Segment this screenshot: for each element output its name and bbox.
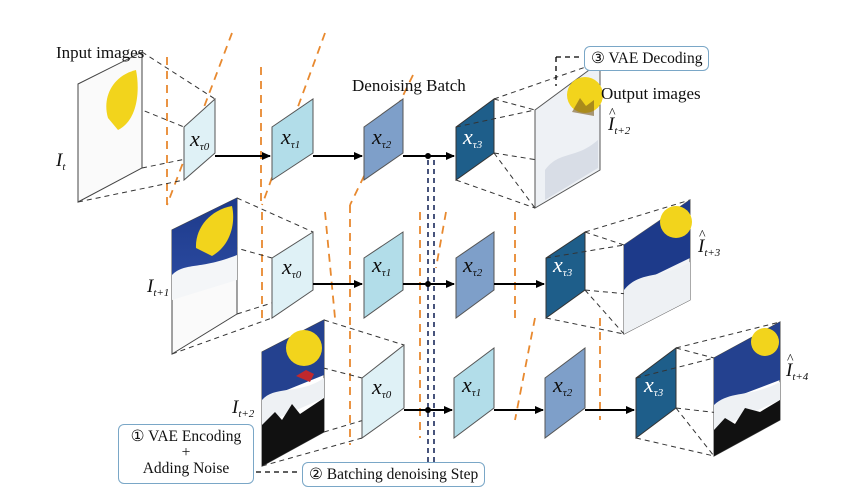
output-label-row1: ^It+2 bbox=[608, 106, 631, 138]
input-frustum-3 bbox=[261, 319, 405, 467]
denoising-batch-label: Denoising Batch bbox=[352, 76, 466, 95]
input-label-row3: It+2 bbox=[232, 397, 255, 421]
row-3 bbox=[261, 319, 781, 467]
batching-step-label: ② Batching denoising Step bbox=[309, 466, 479, 483]
latent-t0-row1 bbox=[183, 97, 216, 182]
latent-t3-row2 bbox=[545, 231, 586, 319]
batching-step-box: ② Batching denoising Step bbox=[302, 462, 486, 487]
output-images-label: Output images bbox=[601, 84, 701, 103]
output-frustum-3 bbox=[635, 321, 781, 457]
moon-1 bbox=[106, 70, 138, 130]
row-1 bbox=[77, 51, 603, 209]
output-frustum-1 bbox=[455, 61, 601, 209]
latent-t0-row3 bbox=[361, 343, 405, 439]
output-label-row2: ^It+3 bbox=[698, 228, 721, 260]
callout-connectors bbox=[256, 56, 580, 473]
vae-encoding-plus: + bbox=[181, 444, 191, 461]
latent-t2-row1 bbox=[363, 98, 404, 181]
output-frustum-2 bbox=[545, 199, 691, 335]
vae-encoding-box: ① VAE Encoding + Adding Noise bbox=[118, 424, 254, 484]
latent-t1-row3 bbox=[453, 347, 495, 439]
latent-t3-row3 bbox=[635, 347, 677, 439]
latent-t1-row1 bbox=[271, 98, 314, 181]
row-2 bbox=[171, 197, 692, 355]
adding-noise-label: Adding Noise bbox=[142, 460, 230, 477]
input-images-label: Input images bbox=[56, 43, 145, 62]
latent-t2-row2 bbox=[455, 231, 495, 319]
input-label-row1: It bbox=[56, 150, 66, 174]
vae-decoding-label: ③ VAE Decoding bbox=[591, 50, 703, 67]
input-label-row2: It+1 bbox=[147, 276, 170, 300]
batching-lines bbox=[427, 160, 435, 468]
latent-t1-row2 bbox=[363, 231, 404, 319]
vae-decoding-box: ③ VAE Decoding bbox=[584, 46, 710, 71]
latent-t3-row1 bbox=[455, 98, 495, 181]
vae-encoding-label: ① VAE Encoding bbox=[130, 428, 242, 445]
output-label-row3: ^It+4 bbox=[786, 352, 809, 384]
latent-t2-row3 bbox=[544, 347, 586, 439]
latent-t0-row2 bbox=[271, 231, 314, 319]
